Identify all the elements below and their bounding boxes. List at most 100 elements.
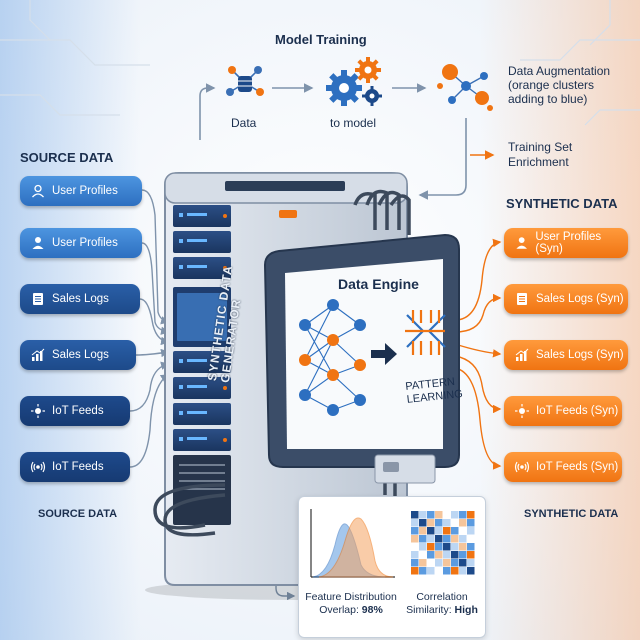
- synthetic-data-title: SYNTHETIC DATA: [506, 196, 618, 211]
- correlation-label-line1: Correlation: [416, 591, 468, 603]
- synthetic-item-sales-logs-1[interactable]: Sales Logs (Syn): [504, 284, 628, 314]
- heatmap-cell: [411, 519, 419, 527]
- heatmap-cell: [419, 551, 427, 559]
- bar-chart-icon: [515, 348, 529, 361]
- data-engine-title: Data Engine: [338, 276, 419, 292]
- source-item-user-profiles-2[interactable]: User Profiles: [20, 228, 142, 258]
- heatmap-cell: [411, 511, 419, 519]
- correlation-value: High: [454, 604, 478, 616]
- heatmap-cell: [427, 511, 435, 519]
- source-item-sales-logs-2[interactable]: Sales Logs: [20, 340, 136, 370]
- heatmap-cell: [467, 511, 475, 519]
- heatmap-cell: [435, 551, 443, 559]
- heatmap-cell: [427, 535, 435, 543]
- heatmap-cell: [443, 551, 451, 559]
- heatmap-cell: [411, 535, 419, 543]
- heatmap-cell: [451, 519, 459, 527]
- sensor-icon: [31, 404, 45, 418]
- pipeline-step-data: Data: [231, 116, 257, 130]
- heatmap-cell: [459, 551, 467, 559]
- heatmap-cell: [419, 567, 427, 575]
- source-item-label: Sales Logs: [52, 293, 109, 305]
- heatmap-cell: [467, 559, 475, 567]
- metrics-panel: Feature Distribution Overlap: 98% Correl…: [298, 496, 486, 638]
- sensor-icon: [515, 404, 529, 418]
- source-item-label: IoT Feeds: [52, 461, 104, 473]
- distribution-label-line1: Feature Distribution: [305, 591, 397, 603]
- heatmap-cell: [435, 527, 443, 535]
- heatmap-cell: [435, 535, 443, 543]
- correlation-prefix: Similarity:: [406, 604, 455, 616]
- right-glow: [480, 0, 640, 640]
- heatmap-cell: [435, 543, 443, 551]
- heatmap-cell: [435, 567, 443, 575]
- left-glow: [0, 0, 140, 640]
- source-item-label: User Profiles: [52, 185, 118, 197]
- synthetic-item-user-profiles[interactable]: User Profiles (Syn): [504, 228, 628, 258]
- distribution-chart: [310, 509, 395, 578]
- heatmap-cell: [459, 511, 467, 519]
- synthetic-item-label: Sales Logs (Syn): [536, 293, 624, 305]
- source-item-label: Sales Logs: [52, 349, 109, 361]
- heatmap-cell: [427, 551, 435, 559]
- augmentation-title: Data Augmentation: [508, 64, 611, 78]
- source-item-user-profiles-1[interactable]: User Profiles: [20, 176, 142, 206]
- source-item-sales-logs-1[interactable]: Sales Logs: [20, 284, 140, 314]
- bar-chart-icon: [31, 348, 45, 361]
- gears-icon: [326, 57, 382, 106]
- heatmap-cell: [427, 527, 435, 535]
- heatmap-cell: [419, 519, 427, 527]
- heatmap-cell: [459, 535, 467, 543]
- heatmap-cell: [459, 567, 467, 575]
- synthetic-item-iot-feeds-1[interactable]: IoT Feeds (Syn): [504, 396, 622, 426]
- heatmap-cell: [459, 527, 467, 535]
- heatmap-cell: [435, 511, 443, 519]
- heatmap-cell: [451, 527, 459, 535]
- user-icon: [516, 237, 527, 249]
- augmentation-cluster-icon: [437, 64, 493, 111]
- heatmap-cell: [451, 535, 459, 543]
- heatmap-cell: [459, 519, 467, 527]
- heatmap-cell: [467, 519, 475, 527]
- augmentation-note-line2: adding to blue): [508, 92, 588, 106]
- source-item-iot-feeds-1[interactable]: IoT Feeds: [20, 396, 130, 426]
- heatmap-cell: [427, 543, 435, 551]
- heatmap-cell: [467, 567, 475, 575]
- signal-icon: [30, 461, 46, 473]
- heatmap-cell: [459, 543, 467, 551]
- heatmap-cell: [443, 567, 451, 575]
- heatmap-cell: [443, 519, 451, 527]
- enrichment-line1: Training Set: [508, 140, 573, 154]
- heatmap-cell: [451, 567, 459, 575]
- distribution-prefix: Overlap:: [319, 604, 362, 616]
- heatmap-cell: [419, 535, 427, 543]
- heatmap-cell: [411, 567, 419, 575]
- data-network-icon: [226, 66, 264, 96]
- heatmap-cell: [451, 511, 459, 519]
- heatmap-cell: [435, 519, 443, 527]
- heatmap-cell: [443, 559, 451, 567]
- heatmap-cell: [467, 527, 475, 535]
- heatmap-cell: [411, 543, 419, 551]
- heatmap-cell: [419, 543, 427, 551]
- heatmap-cell: [427, 567, 435, 575]
- correlation-heatmap: [411, 511, 475, 575]
- distribution-label-line2: Overlap: 98%: [299, 604, 403, 617]
- heatmap-cell: [467, 551, 475, 559]
- source-data-title: SOURCE DATA: [20, 150, 114, 165]
- heatmap-cell: [467, 535, 475, 543]
- synthetic-item-iot-feeds-2[interactable]: IoT Feeds (Syn): [504, 452, 622, 482]
- source-data-footer: SOURCE DATA: [38, 508, 118, 520]
- heatmap-cell: [419, 511, 427, 519]
- source-item-iot-feeds-2[interactable]: IoT Feeds: [20, 452, 130, 482]
- document-icon: [517, 293, 527, 305]
- heatmap-cell: [427, 519, 435, 527]
- heatmap-cell: [411, 559, 419, 567]
- heatmap-cell: [411, 527, 419, 535]
- synthetic-item-sales-logs-2[interactable]: Sales Logs (Syn): [504, 340, 628, 370]
- document-icon: [33, 293, 43, 305]
- distribution-value: 98%: [361, 604, 383, 616]
- synthetic-item-label: IoT Feeds (Syn): [536, 461, 619, 473]
- source-item-label: IoT Feeds: [52, 405, 104, 417]
- correlation-label-line2: Similarity: High: [399, 604, 485, 617]
